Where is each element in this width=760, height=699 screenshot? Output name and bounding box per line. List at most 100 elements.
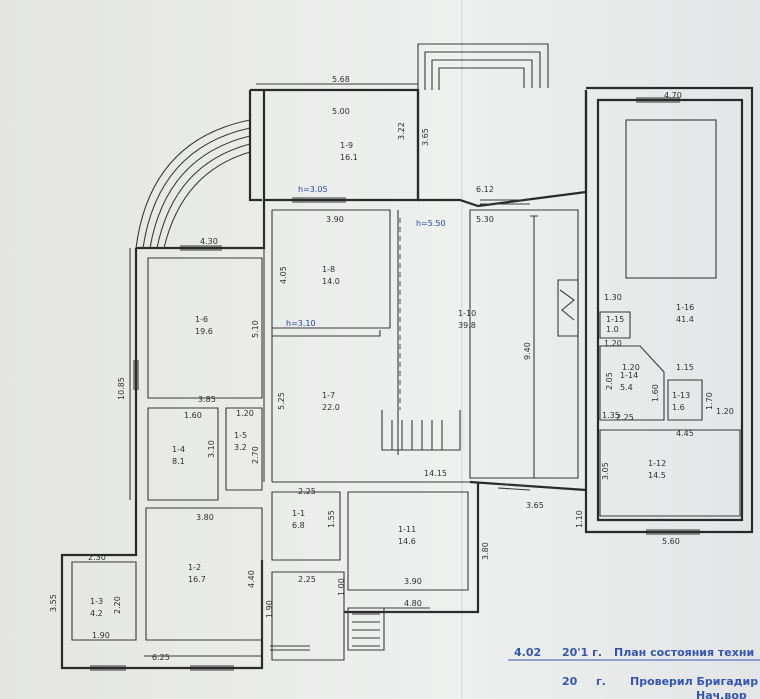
dim-label: 5.30 <box>476 215 494 224</box>
dim-label: 2.25 <box>616 413 634 422</box>
dim-label: 1.10 <box>575 510 584 528</box>
room-id-1-11: 1-11 <box>398 525 416 534</box>
room-area-1-2: 16.7 <box>188 575 206 584</box>
room-id-1-15: 1-15 <box>606 315 624 324</box>
footer-date: 4.02 <box>514 646 541 659</box>
dim-label: 2.25 <box>298 575 316 584</box>
room-id-1-5: 1-5 <box>234 431 247 440</box>
room-area-1-1: 6.8 <box>292 521 305 530</box>
dim-label: 3.65 <box>421 128 430 146</box>
room-id-1-6: 1-6 <box>195 315 208 324</box>
fireplace-symbol <box>557 279 579 337</box>
dim-label: 3.22 <box>397 122 406 140</box>
room-id-1-12: 1-12 <box>648 459 666 468</box>
dim-label: 1.00 <box>337 578 346 596</box>
dim-label: 1.35 <box>602 411 620 420</box>
dim-label: 1.20 <box>622 363 640 372</box>
dim-label: 4.40 <box>247 570 256 588</box>
footer-plan-title: План состояния техни <box>614 646 754 659</box>
room-id-1-14: 1-14 <box>620 371 638 380</box>
room-id-1-8: 1-8 <box>322 265 335 274</box>
room-area-1-13: 1.6 <box>672 403 685 412</box>
dim-label: 1.70 <box>705 392 714 410</box>
dim-label: 2.20 <box>113 596 122 614</box>
dim-label: 4.45 <box>676 429 694 438</box>
room-id-1-2: 1-2 <box>188 563 201 572</box>
interior-walls <box>71 119 741 661</box>
dim-label: 1.20 <box>604 339 622 348</box>
room-id-1-4: 1-4 <box>172 445 185 454</box>
footer-year-2: 20 <box>562 675 578 688</box>
dim-label: 2.05 <box>605 372 614 390</box>
window-marks <box>90 97 700 671</box>
dim-label: 3.90 <box>404 577 422 586</box>
room-id-1-3: 1-3 <box>90 597 103 606</box>
dim-label: 1.15 <box>676 363 694 372</box>
dim-label: h=5.50 <box>416 219 446 228</box>
dim-label: 4.70 <box>664 91 682 100</box>
footer-chief: Нач.вор <box>696 689 747 699</box>
title-block: 4.02 20'1 г. План состояния техни 20 г. … <box>508 646 760 699</box>
dim-label: 3.80 <box>481 542 490 560</box>
dim-label: 1.20 <box>236 409 254 418</box>
room-id-1-10: 1-10 <box>458 309 476 318</box>
dim-label: 14.15 <box>424 469 447 478</box>
dim-label: 5.60 <box>662 537 680 546</box>
dim-label: 1.60 <box>184 411 202 420</box>
dim-label: 3.05 <box>601 462 610 480</box>
dim-label: 4.05 <box>279 266 288 284</box>
dimension-lines <box>129 83 538 657</box>
stair-treads <box>347 410 461 651</box>
dim-label: 1.20 <box>716 407 734 416</box>
bay-arcs <box>135 43 549 249</box>
dim-label: 1.60 <box>651 384 660 402</box>
dim-label: h=3.10 <box>286 319 316 328</box>
footer-checked: Проверил Бригадир <box>630 675 758 688</box>
room-area-1-3: 4.2 <box>90 609 103 618</box>
room-area-1-16: 41.4 <box>676 315 694 324</box>
dim-label: 2.25 <box>298 487 316 496</box>
room-area-1-8: 14.0 <box>322 277 340 286</box>
footer-year-suffix: г. <box>596 675 606 688</box>
dim-label: 10.85 <box>117 377 126 400</box>
dim-label: 3.55 <box>49 594 58 612</box>
room-area-1-7: 22.0 <box>322 403 340 412</box>
dim-label: 6.25 <box>152 653 170 662</box>
dim-label: h=3.05 <box>298 185 328 194</box>
room-area-1-9: 16.1 <box>340 153 358 162</box>
dim-label: 1.90 <box>92 631 110 640</box>
room-area-1-11: 14.6 <box>398 537 416 546</box>
dim-label: 1.55 <box>327 510 336 528</box>
room-id-1-13: 1-13 <box>672 391 690 400</box>
room-area-1-15: 1.0 <box>606 325 619 334</box>
dim-label: 2.30 <box>88 553 106 562</box>
footer-year: 20'1 г. <box>562 646 602 659</box>
room-area-1-4: 8.1 <box>172 457 185 466</box>
dim-label: 3.80 <box>196 513 214 522</box>
dim-label: 9.40 <box>523 342 532 360</box>
room-id-1-1: 1-1 <box>292 509 305 518</box>
dim-label: 3.85 <box>198 395 216 404</box>
dim-label: 5.68 <box>332 75 350 84</box>
dim-label: 4.80 <box>404 599 422 608</box>
room-area-1-10: 39.8 <box>458 321 476 330</box>
room-labels: 1-9 16.1 1-8 14.0 1-6 19.6 1-7 22.0 1-10… <box>90 141 694 618</box>
dim-label: 3.90 <box>326 215 344 224</box>
dim-label: 6.12 <box>476 185 494 194</box>
dim-label: 5.25 <box>277 392 286 410</box>
dim-label: 4.30 <box>200 237 218 246</box>
dim-label: 1.90 <box>265 600 274 618</box>
dimension-labels: 5.68 5.00 3.22 3.65 4.70 h=3.05 6.12 3.9… <box>49 75 734 662</box>
room-area-1-14: 5.4 <box>620 383 633 392</box>
room-id-1-9: 1-9 <box>340 141 353 150</box>
dim-label: 5.00 <box>332 107 350 116</box>
room-id-1-16: 1-16 <box>676 303 694 312</box>
room-area-1-12: 14.5 <box>648 471 666 480</box>
dim-label: 3.65 <box>526 501 544 510</box>
dim-label: 2.70 <box>251 446 260 464</box>
room-area-1-6: 19.6 <box>195 327 213 336</box>
room-area-1-5: 3.2 <box>234 443 247 452</box>
